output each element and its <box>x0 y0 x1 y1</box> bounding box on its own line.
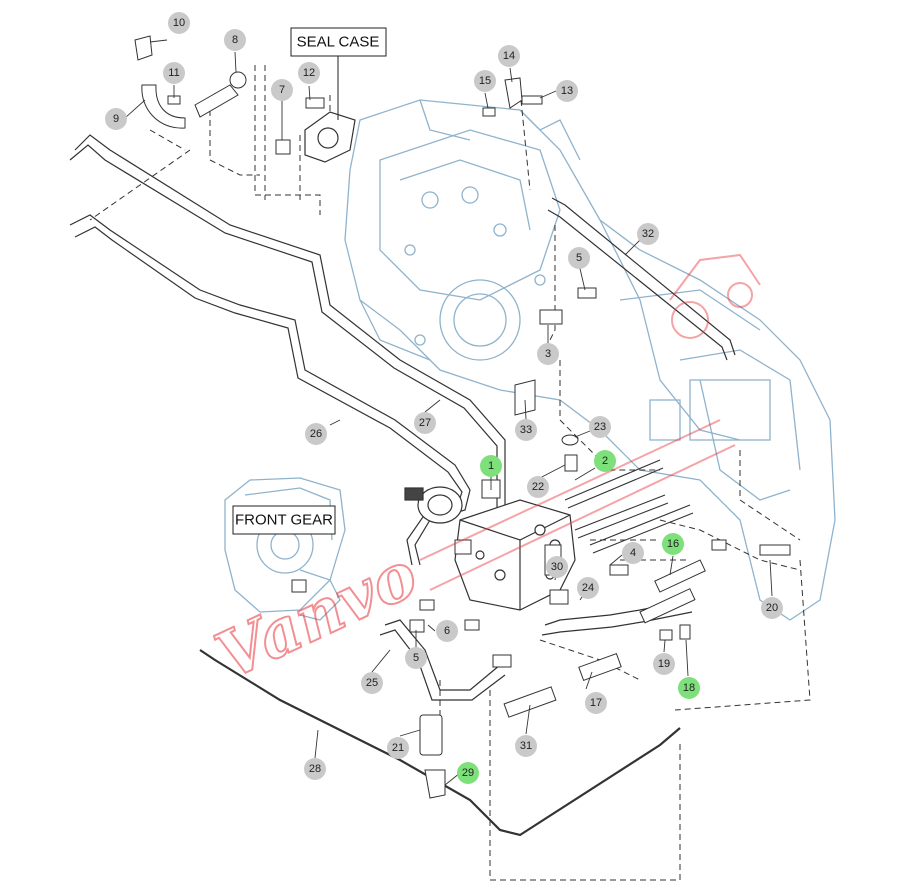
callout-20: 20 <box>761 597 783 619</box>
svg-text:FRONT GEAR: FRONT GEAR <box>235 512 333 529</box>
transmission-housing <box>344 99 836 621</box>
svg-text:28: 28 <box>309 763 321 775</box>
hydraulic-pipes <box>69 134 736 837</box>
watermark-text: Vanvo <box>205 537 429 694</box>
callout-16: 16 <box>662 533 684 555</box>
callout-11: 11 <box>163 62 185 84</box>
svg-text:21: 21 <box>392 742 404 754</box>
callout-24: 24 <box>577 577 599 599</box>
callout-31: 31 <box>515 735 537 757</box>
svg-text:9: 9 <box>113 113 119 125</box>
svg-text:12: 12 <box>303 67 315 79</box>
hydraulic-pump <box>404 486 463 524</box>
callout-5-upper: 5 <box>568 247 590 269</box>
svg-text:22: 22 <box>532 481 544 493</box>
callout-bubbles: 1 2 3 4 5 5 6 7 8 9 10 11 12 13 14 15 16… <box>105 12 783 784</box>
callout-leaders <box>124 39 773 786</box>
callout-30: 30 <box>546 556 568 578</box>
svg-text:15: 15 <box>479 75 491 87</box>
callout-33: 33 <box>515 419 537 441</box>
svg-text:33: 33 <box>520 424 532 436</box>
callout-17: 17 <box>585 692 607 714</box>
svg-text:16: 16 <box>667 538 679 550</box>
svg-text:31: 31 <box>520 740 532 752</box>
callout-15: 15 <box>474 70 496 92</box>
callout-8: 8 <box>224 29 246 51</box>
svg-text:20: 20 <box>766 602 778 614</box>
svg-text:4: 4 <box>630 547 636 559</box>
callout-32: 32 <box>637 223 659 245</box>
tie-rods <box>564 459 694 554</box>
svg-text:SEAL CASE: SEAL CASE <box>297 34 380 51</box>
callout-21: 21 <box>387 737 409 759</box>
small-fittings <box>134 35 791 799</box>
svg-text:13: 13 <box>561 85 573 97</box>
svg-text:1: 1 <box>488 460 494 472</box>
seal-case-part <box>304 111 356 163</box>
callout-13: 13 <box>556 80 578 102</box>
callout-3: 3 <box>537 343 559 365</box>
callout-4: 4 <box>622 542 644 564</box>
front-gear-label: FRONT GEAR <box>232 505 336 535</box>
svg-text:11: 11 <box>168 67 179 79</box>
callout-10: 10 <box>168 12 190 34</box>
callout-12: 12 <box>298 62 320 84</box>
svg-text:6: 6 <box>444 625 450 637</box>
callout-22: 22 <box>527 476 549 498</box>
callout-14: 14 <box>498 45 520 67</box>
control-valve-block <box>454 499 576 611</box>
seal-case-label: SEAL CASE <box>290 27 387 120</box>
callout-23: 23 <box>589 416 611 438</box>
svg-text:5: 5 <box>413 652 419 664</box>
callout-6: 6 <box>436 620 458 642</box>
callout-5-lower: 5 <box>405 647 427 669</box>
svg-text:25: 25 <box>366 677 378 689</box>
svg-text:18: 18 <box>683 682 695 694</box>
callout-9: 9 <box>105 108 127 130</box>
svg-text:27: 27 <box>419 417 431 429</box>
callout-28: 28 <box>304 758 326 780</box>
svg-text:26: 26 <box>310 428 322 440</box>
svg-text:14: 14 <box>503 50 515 62</box>
svg-text:30: 30 <box>551 561 563 573</box>
callout-25: 25 <box>361 672 383 694</box>
callout-19: 19 <box>653 653 675 675</box>
callout-18: 18 <box>678 677 700 699</box>
svg-text:7: 7 <box>279 84 285 96</box>
svg-text:24: 24 <box>582 582 594 594</box>
callout-7: 7 <box>271 79 293 101</box>
svg-text:17: 17 <box>590 697 602 709</box>
svg-text:10: 10 <box>173 17 185 29</box>
callout-2: 2 <box>594 450 616 472</box>
callout-27: 27 <box>414 412 436 434</box>
svg-text:29: 29 <box>462 767 474 779</box>
callout-1: 1 <box>480 455 502 477</box>
svg-text:5: 5 <box>576 252 582 264</box>
callout-26: 26 <box>305 423 327 445</box>
svg-text:23: 23 <box>594 421 606 433</box>
svg-text:2: 2 <box>602 455 608 467</box>
svg-text:8: 8 <box>232 34 238 46</box>
callout-29: 29 <box>457 762 479 784</box>
svg-text:3: 3 <box>545 348 551 360</box>
svg-text:19: 19 <box>658 658 670 670</box>
watermark-logo: Vanvo <box>204 253 761 696</box>
assembly-leader-lines <box>89 65 811 881</box>
svg-text:32: 32 <box>642 228 654 240</box>
